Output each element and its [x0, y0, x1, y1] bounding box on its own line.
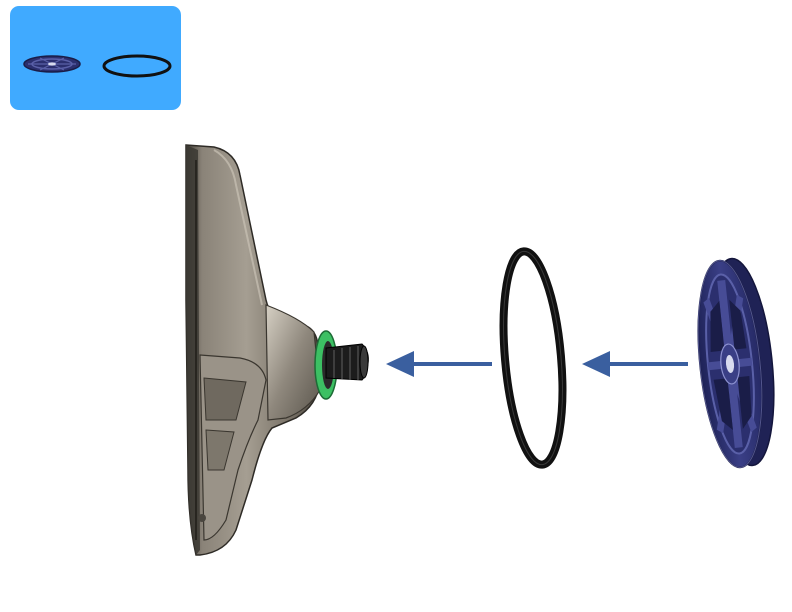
pulley-wheel-icon [697, 257, 775, 469]
o-ring-icon [102, 54, 172, 78]
pulley-wheel-icon [23, 55, 81, 73]
motor-housing-icon [185, 144, 369, 556]
parts-kit-panel [10, 6, 181, 110]
arrow-left-icon [582, 351, 688, 377]
o-ring-icon [499, 247, 567, 469]
parts-kit-graphic [10, 6, 181, 110]
arrow-left-icon [386, 351, 492, 377]
